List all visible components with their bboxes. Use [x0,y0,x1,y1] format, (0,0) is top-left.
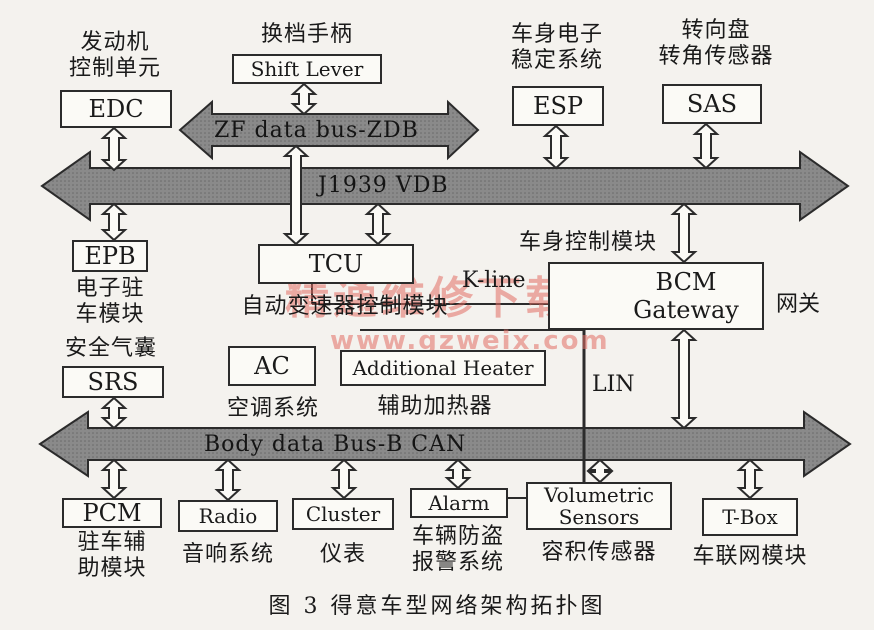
sas-node[interactable]: SAS [662,84,762,124]
cluster-node[interactable]: Cluster [292,498,394,530]
tcu-cn-label: 自动变速器控制模块 [241,294,449,319]
volumetric-bcan-connector [586,458,614,484]
epb-vdb-connector [100,202,128,242]
tbox-bcan-connector [736,458,764,500]
ac-cn-label: 空调系统 [226,396,319,421]
pcm-bcan-connector [100,458,128,500]
zdb-bus-arrow [178,99,480,161]
esp-cn-label: 车身电子稳定系统 [510,22,603,73]
radio-node[interactable]: Radio [178,500,278,532]
shift-lever-node[interactable]: Shift Lever [232,54,382,84]
additional-heater-node[interactable]: Additional Heater [340,350,546,386]
srs-cn-label: 安全气囊 [64,336,157,361]
connector-arrows [100,82,764,502]
cluster-cn-label: 仪表 [319,542,366,567]
cluster-bcan-connector [330,458,358,500]
pcm-cn-label: 驻车辅助模块 [77,530,147,581]
heater-cn-label: 辅助加热器 [377,394,493,419]
edc-cn-label: 发动机控制单元 [68,30,161,81]
bcm-gateway-node[interactable]: BCM Gateway [548,262,764,330]
epb-node[interactable]: EPB [72,240,148,272]
bcan-bus-arrow [38,410,852,478]
tcu-vdb-connector [364,202,392,246]
bcan-bus-label: Body data Bus-B CAN [204,432,467,457]
esp-node[interactable]: ESP [512,86,604,126]
vdb-bus-arrow [40,150,850,222]
lin-label: LIN [592,372,635,397]
tcu-node[interactable]: TCU [258,244,414,284]
alarm-node[interactable]: Alarm [410,488,508,518]
volumetric-label: Volumetric [544,483,654,507]
gateway-cn-label: 网关 [776,292,821,317]
epb-cn-label: 电子驻车模块 [75,276,145,327]
tbox-cn-label: 车联网模块 [692,544,808,569]
radio-cn-label: 音响系统 [181,542,274,567]
sas-vdb-connector [692,122,720,170]
shift-cn-label: 换档手柄 [260,22,353,47]
ac-node[interactable]: AC [228,346,316,386]
alarm-cn-label: 车辆防盗报警系统 [411,524,504,575]
kline-label: K-line [462,268,526,293]
alarm-bcan-connector [444,458,472,490]
pcm-node[interactable]: PCM [62,498,162,528]
radio-bcan-connector [214,458,242,502]
esp-vdb-connector [542,124,570,170]
bcm-cn-label: 车身控制模块 [518,230,657,255]
volumetric-sensors-node[interactable]: Volumetric Sensors [526,482,672,530]
shift-zdb-connector [290,82,318,116]
gateway-label: Gateway [633,296,739,324]
edc-vdb-connector [100,126,128,172]
bcm-bcan-connector [670,328,698,430]
zdb-bus-label: ZF data bus-ZDB [214,118,419,143]
volumetric-cn-label: 容积传感器 [541,540,657,565]
sensors-label: Sensors [558,505,640,529]
figure-caption: 图 3 得意车型网络架构拓扑图 [268,594,606,619]
edc-node[interactable]: EDC [60,90,172,128]
bcm-label: BCM [655,268,717,296]
srs-bcan-connector [100,396,128,430]
tbox-node[interactable]: T-Box [702,498,798,536]
sas-cn-label: 转向盘转角传感器 [658,18,774,69]
srs-node[interactable]: SRS [62,366,164,398]
bcm-vdb-connector [670,202,698,264]
vdb-bus-label: J1939 VDB [318,173,449,198]
